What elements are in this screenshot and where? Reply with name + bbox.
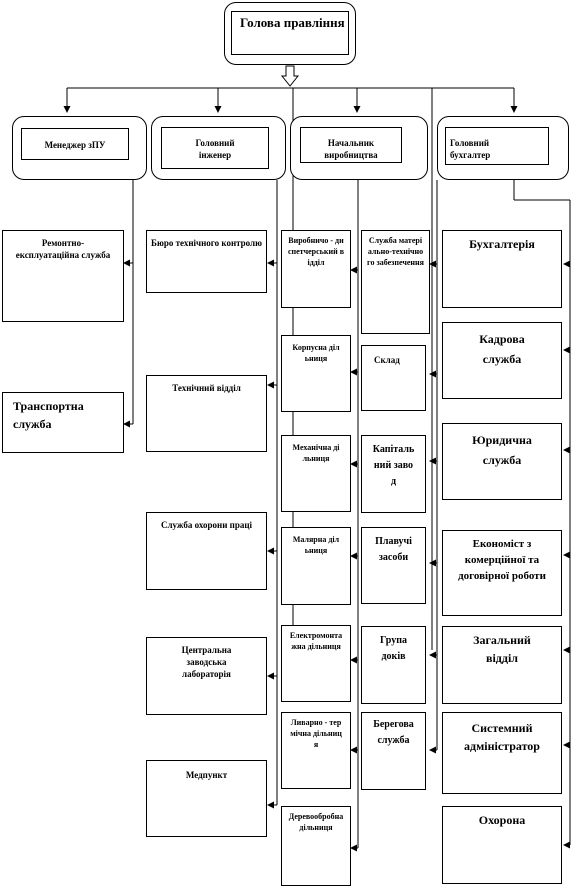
manager-zpu-box: Менеджер зПУ [21,128,129,160]
unit-labor-safety: Служба охорони праці [146,512,267,590]
chief-engineer-box: Головний інженер [161,127,269,169]
service-coast: Берегова служба [361,712,426,790]
acc-general: Загальний відділ [442,626,562,704]
head-title: Голова правління [240,15,345,30]
area-paint: Малярна дільниця [281,527,351,605]
unit-medical: Медпункт [146,760,267,837]
acc-security: Охорона [442,806,562,884]
head-box: Голова правління [231,11,349,55]
service-warehouse: Склад [361,345,426,411]
service-docks: Група доків [361,626,426,704]
service-construction: Капітальний завод [361,435,426,513]
manager-zpu-label: Менеджер зПУ [44,140,106,150]
area-foundry: Ливарно - термічна дільниця [281,712,351,789]
acc-legal: Юридична служба [442,423,562,500]
area-mechanical: Механічна дільниця [281,435,351,512]
area-dispatch: Виробничо - диспетчерський відділ [281,230,351,308]
area-electro: Електромонтажна дільниця [281,625,351,702]
area-woodwork: Деревообробна дільниця [281,806,351,886]
acc-sysadmin: Системний адміністратор [442,712,562,794]
unit-technical-dept: Технічний відділ [146,375,267,452]
head-outer-box: Голова правління [224,2,356,65]
chief-engineer-outer: Головний інженер [151,116,286,180]
unit-quality-control: Бюро технічного контролю [146,230,267,293]
service-floating: Плавучі засоби [361,527,426,604]
chief-accountant-box: Головний бухгалтер [445,127,549,165]
acc-hr: Кадрова служба [442,322,562,399]
acc-bookkeeping: Бухгалтерія [442,230,562,308]
unit-transport-service: Транспортна служба [2,392,124,453]
chief-accountant-outer: Головний бухгалтер [437,116,569,180]
service-supply: Служба матеріально-технічного забезпечен… [361,230,430,334]
unit-central-lab: Центральна заводська лабораторія [146,637,267,715]
unit-repair-service: Ремонтно-експлуатаційна служба [2,230,124,322]
acc-economist: Економіст з комерційної та договірної ро… [442,530,562,616]
production-chief-outer: Начальник виробництва [290,116,428,180]
area-hull: Корпусна дільниця [281,335,351,412]
production-chief-box: Начальник виробництва [300,127,402,163]
chief-engineer-label: Головний інженер [195,138,235,160]
production-chief-label: Начальник виробництва [324,138,378,160]
manager-zpu-outer: Менеджер зПУ [12,116,147,180]
chief-accountant-label: Головний бухгалтер [450,138,491,160]
